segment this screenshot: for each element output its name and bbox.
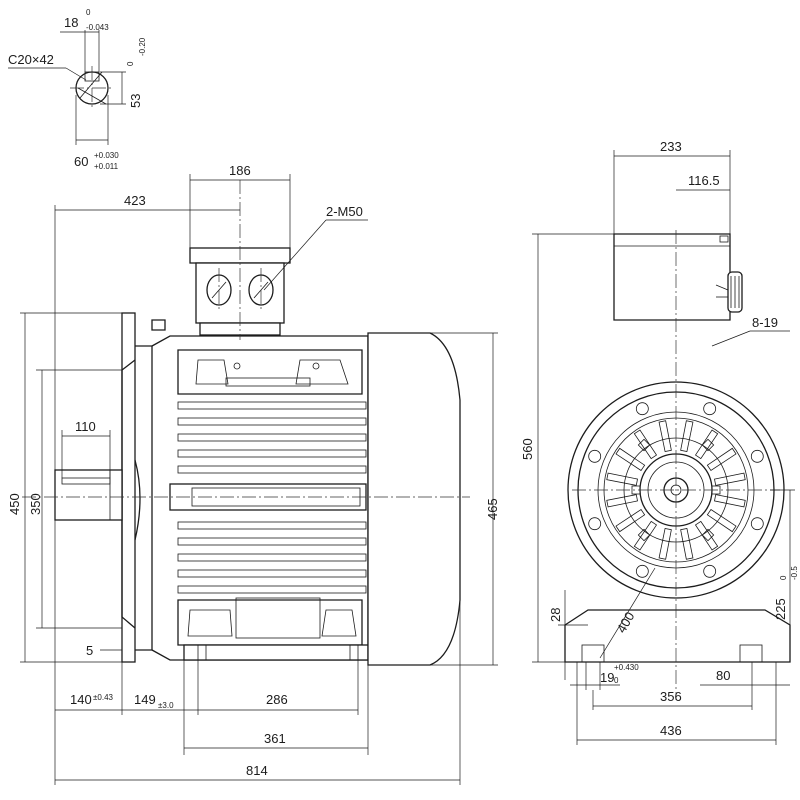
spigot-diameter-label: 350 xyxy=(28,493,43,515)
end-fin xyxy=(658,528,672,560)
key-width-tol-upper: 0 xyxy=(86,8,91,17)
flange-hole xyxy=(635,402,649,416)
shaft-height-tol-upper: 0 xyxy=(779,575,788,580)
terminal-box-width-label: 186 xyxy=(229,163,251,178)
shaft-height-tol-lower: -0.5 xyxy=(790,566,799,580)
flange-diameter-label: 450 xyxy=(7,493,22,515)
key-width-label: 18 xyxy=(64,15,78,30)
shaft-extension-label: 140 xyxy=(70,692,92,707)
flange-hole xyxy=(703,564,717,578)
end-fin xyxy=(633,520,658,551)
foot-hole-tol-lower: 0 xyxy=(614,676,619,685)
shaft-height-label: 225 xyxy=(773,598,788,620)
flange-hole xyxy=(750,449,764,463)
foot-hole-spacing-label: 286 xyxy=(266,692,288,707)
cable-entry-label: 2-M50 xyxy=(326,204,363,219)
end-fin xyxy=(706,447,737,472)
box-offset-label: 423 xyxy=(124,193,146,208)
end-fin xyxy=(714,472,746,486)
shaft-extension-tol: ±0.43 xyxy=(93,693,114,702)
flange-holes xyxy=(588,402,764,578)
end-fin xyxy=(706,508,737,533)
overall-length-label: 814 xyxy=(246,763,268,778)
end-fin xyxy=(680,420,694,452)
flange-thickness-label: 5 xyxy=(86,643,93,658)
end-fin xyxy=(615,447,646,472)
key-width-tol-lower: -0.043 xyxy=(86,23,109,32)
flange-hole xyxy=(635,564,649,578)
end-fin xyxy=(714,494,746,508)
foot-hole-spacing-label: 356 xyxy=(660,689,682,704)
side-view: 186 2-M50 423 110 450 350 5 465 xyxy=(7,163,500,785)
end-fin xyxy=(680,528,694,560)
end-view: 233 116.5 8-19 560 28 400 225 0 -0.5 19 … xyxy=(520,139,799,745)
flange-hole xyxy=(703,402,717,416)
total-height-label: 560 xyxy=(520,438,535,460)
key-length-label: 110 xyxy=(75,419,96,434)
shaft-tol-lower: +0.011 xyxy=(94,162,119,171)
shaft-tol-upper: +0.030 xyxy=(94,151,119,160)
foot-width-label: 436 xyxy=(660,723,682,738)
end-fin xyxy=(606,472,638,486)
shaft-diameter-label: 60 xyxy=(74,154,88,169)
overall-height-label: 465 xyxy=(485,498,500,520)
foot-hole-label: 19 xyxy=(600,670,614,685)
key-height-label: 53 xyxy=(128,94,143,108)
end-fin xyxy=(615,508,646,533)
box-half-width-label: 116.5 xyxy=(688,173,720,188)
end-fin xyxy=(606,494,638,508)
end-fin xyxy=(658,420,672,452)
shaft-to-foot-label: 149 xyxy=(134,692,156,707)
foot-width-edge-label: 80 xyxy=(716,668,730,683)
shaft-detail: 18 0 -0.043 C20×42 53 0 -0.20 60 +0.030 … xyxy=(8,8,147,171)
end-fin xyxy=(694,429,719,460)
key-height-tol-upper: 0 xyxy=(126,61,135,66)
end-fin xyxy=(633,429,658,460)
chamfer-label: C20×42 xyxy=(8,52,54,67)
end-fin xyxy=(694,520,719,551)
end-fins xyxy=(606,420,746,560)
flange-hole xyxy=(588,449,602,463)
foot-thickness-label: 28 xyxy=(548,608,563,622)
foot-length-label: 361 xyxy=(264,731,286,746)
box-width-label: 233 xyxy=(660,139,682,154)
cooling-fins xyxy=(169,401,367,594)
key-height-tol-lower: -0.20 xyxy=(138,37,147,56)
foot-hole-tol-upper: +0.430 xyxy=(614,663,639,672)
flange-hole xyxy=(588,517,602,531)
shaft-to-foot-tol: ±3.0 xyxy=(158,701,174,710)
flange-holes-label: 8-19 xyxy=(752,315,778,330)
flange-hole xyxy=(750,517,764,531)
